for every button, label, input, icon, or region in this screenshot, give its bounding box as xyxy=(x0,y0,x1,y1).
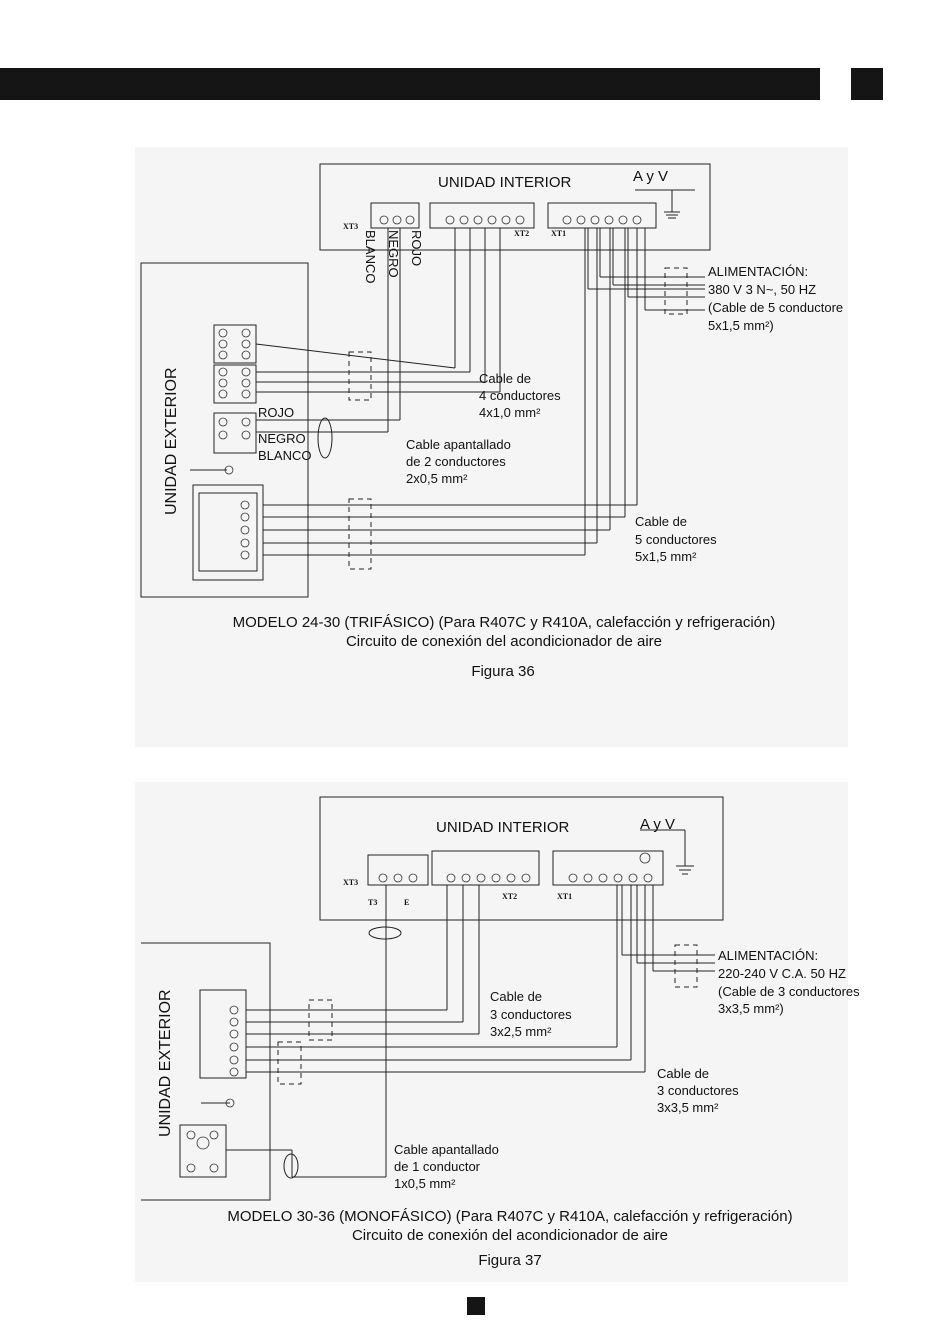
figure-36-label: Figura 36 xyxy=(471,663,534,680)
power-line-3: (Cable de 5 conductore xyxy=(708,300,843,315)
ground-label-36: A y V xyxy=(633,168,668,185)
wire-blanco-vertical: BLANCO xyxy=(363,230,378,283)
figure-37-label: Figura 37 xyxy=(478,1252,541,1269)
caption-36-title: MODELO 24-30 (TRIFÁSICO) (Para R407C y R… xyxy=(233,614,776,631)
indoor-unit-box xyxy=(319,163,711,251)
power37-line-2: 220-240 V C.A. 50 HZ xyxy=(718,966,846,981)
xt2-label-37: XT2 xyxy=(502,892,517,901)
caption-37-title: MODELO 30-36 (MONOFÁSICO) (Para R407C y … xyxy=(227,1208,792,1225)
xt3-label-37: XT3 xyxy=(343,878,358,887)
wire-blanco: BLANCO xyxy=(258,448,311,463)
shield1-line-3: 1x0,5 mm² xyxy=(394,1176,456,1191)
cable5-line-1: Cable de xyxy=(635,514,687,529)
power-line-1: ALIMENTACIÓN: xyxy=(708,264,808,279)
xt2-label-36: XT2 xyxy=(514,229,529,238)
cable5-line-2: 5 conductores xyxy=(635,532,717,547)
power37-line-1: ALIMENTACIÓN: xyxy=(718,948,818,963)
power-line-2: 380 V 3 N~, 50 HZ xyxy=(708,282,816,297)
shield1-line-2: de 1 conductor xyxy=(394,1159,481,1174)
page-marker xyxy=(467,1297,485,1315)
shield1-line-1: Cable apantallado xyxy=(394,1142,499,1157)
cable3a-line-3: 3x2,5 mm² xyxy=(490,1024,552,1039)
figure-36-panel xyxy=(135,147,848,747)
power-line-4: 5x1,5 mm²) xyxy=(708,318,774,333)
wire-negro-vertical: NEGRO xyxy=(386,230,401,278)
ground-label-37: A y V xyxy=(640,816,675,833)
cable5-line-3: 5x1,5 mm² xyxy=(635,549,697,564)
cable4-line-3: 4x1,0 mm² xyxy=(479,405,541,420)
shield2-line-3: 2x0,5 mm² xyxy=(406,471,468,486)
xt1-label-37: XT1 xyxy=(557,892,572,901)
power37-line-4: 3x3,5 mm²) xyxy=(718,1001,784,1016)
indoor-title-36: UNIDAD INTERIOR xyxy=(438,174,572,191)
t3-label: T3 xyxy=(368,898,377,907)
caption-37-subtitle: Circuito de conexión del acondicionador … xyxy=(352,1227,668,1244)
header-square xyxy=(851,68,883,100)
xt1-label-36: XT1 xyxy=(551,229,566,238)
cable3b-line-1: Cable de xyxy=(657,1066,709,1081)
cable3b-line-3: 3x3,5 mm² xyxy=(657,1100,719,1115)
caption-36-subtitle: Circuito de conexión del acondicionador … xyxy=(346,633,662,650)
wire-rojo: ROJO xyxy=(258,405,294,420)
indoor-unit-box-37 xyxy=(319,796,724,921)
wire-rojo-vertical: ROJO xyxy=(409,230,424,266)
e-label: E xyxy=(404,898,409,907)
cable4-line-2: 4 conductores xyxy=(479,388,561,403)
wire-negro: NEGRO xyxy=(258,431,306,446)
figure-37-panel xyxy=(135,782,848,1282)
shield2-line-2: de 2 conductores xyxy=(406,454,506,469)
indoor-title-37: UNIDAD INTERIOR xyxy=(436,819,570,836)
header-bar xyxy=(0,68,820,100)
cable3a-line-1: Cable de xyxy=(490,989,542,1004)
outdoor-unit-box xyxy=(140,262,309,598)
shield2-line-1: Cable apantallado xyxy=(406,437,511,452)
outdoor-title-36: UNIDAD EXTERIOR xyxy=(163,367,180,515)
xt3-label-36: XT3 xyxy=(343,222,358,231)
cable3a-line-2: 3 conductores xyxy=(490,1007,572,1022)
cable3b-line-2: 3 conductores xyxy=(657,1083,739,1098)
outdoor-title-37: UNIDAD EXTERIOR xyxy=(157,989,174,1137)
power37-line-3: (Cable de 3 conductores xyxy=(718,984,860,999)
cable4-line-1: Cable de xyxy=(479,371,531,386)
figure-36-diagram: UNIDAD INTERIOR A y V XT3 XT2 XT1 ROJO N… xyxy=(140,163,843,680)
